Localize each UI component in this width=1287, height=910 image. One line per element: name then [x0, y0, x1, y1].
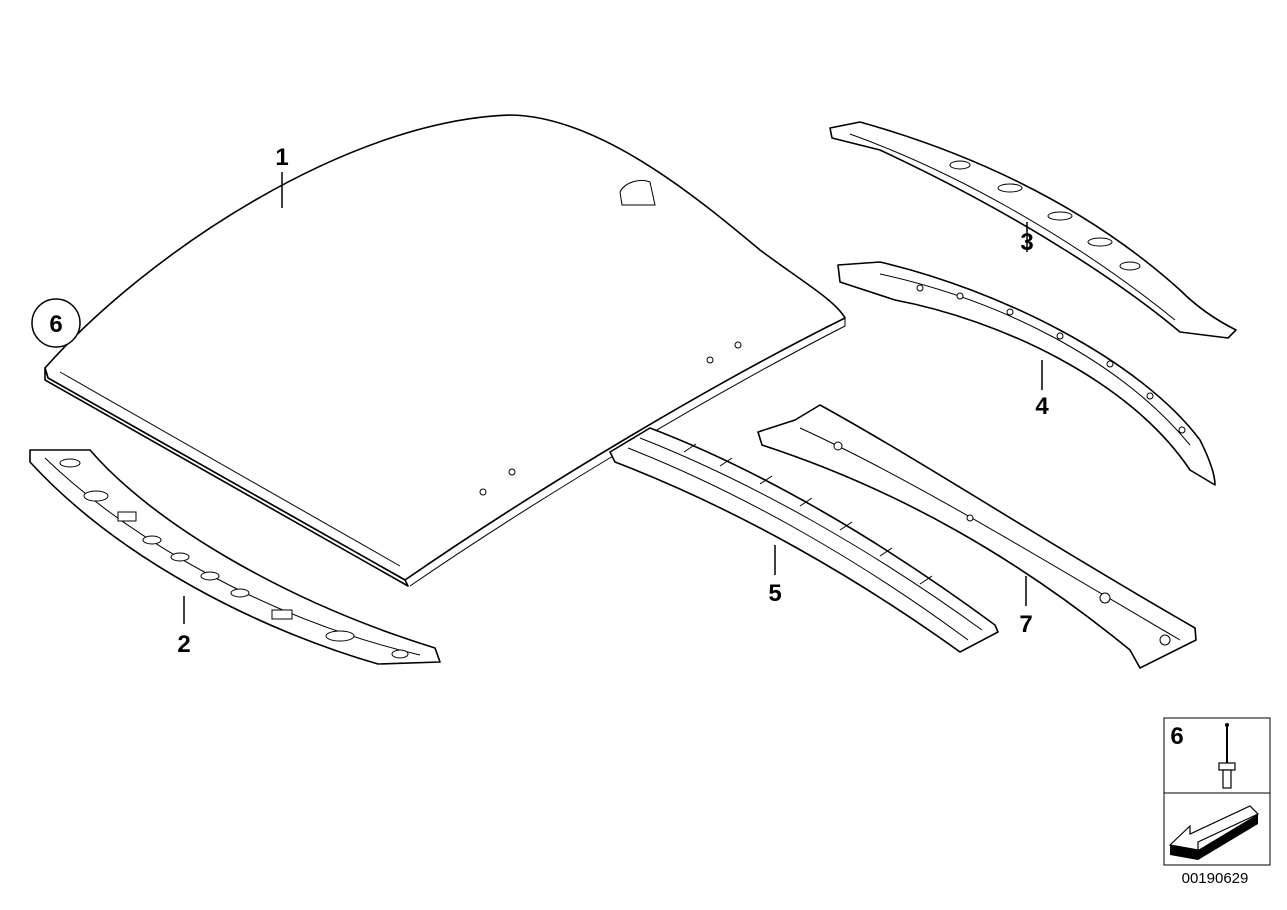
legend-box: 6 — [1163, 717, 1271, 866]
rear-roof-bow-lower[interactable] — [757, 404, 1197, 669]
callout-6-circle: 6 — [31, 298, 81, 348]
callout-7: 7 — [1019, 611, 1032, 638]
roof-bow-reinforcement[interactable] — [609, 427, 999, 653]
leader-lines — [183, 172, 1043, 624]
document-number: 00190629 — [1181, 870, 1249, 887]
callout-4: 4 — [1035, 393, 1049, 420]
callout-3: 3 — [1020, 229, 1033, 256]
roof-panel[interactable] — [44, 114, 846, 587]
callout-1: 1 — [275, 144, 288, 171]
front-roof-frame[interactable] — [29, 449, 441, 665]
rear-roof-frame[interactable] — [837, 261, 1216, 486]
rear-roof-bow-upper[interactable] — [829, 121, 1237, 339]
callout-6: 6 — [49, 311, 62, 338]
callout-2: 2 — [177, 631, 190, 658]
callout-5: 5 — [768, 580, 781, 607]
direction-arrow-icon — [1168, 805, 1260, 860]
rivet-icon — [1218, 723, 1236, 789]
legend-part-number: 6 — [1170, 723, 1183, 750]
